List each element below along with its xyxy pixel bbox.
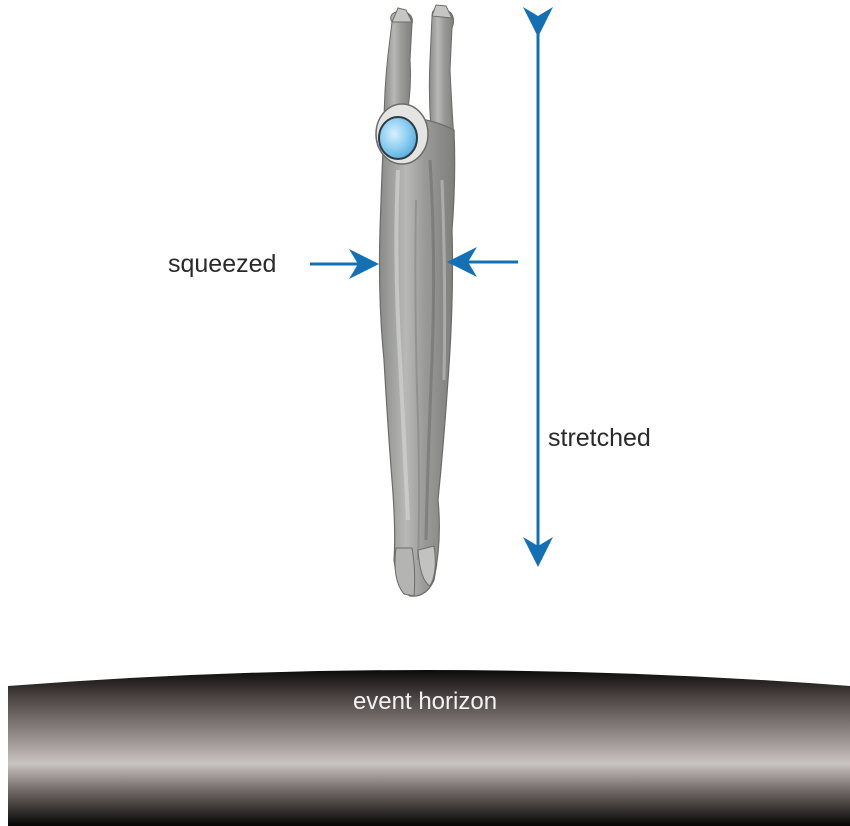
event-horizon-label: event horizon [0, 688, 850, 716]
stretched-label: stretched [548, 424, 651, 453]
stretched-astronaut-icon [380, 5, 455, 596]
helmet-visor-icon [376, 104, 428, 164]
squeezed-label: squeezed [168, 250, 276, 279]
